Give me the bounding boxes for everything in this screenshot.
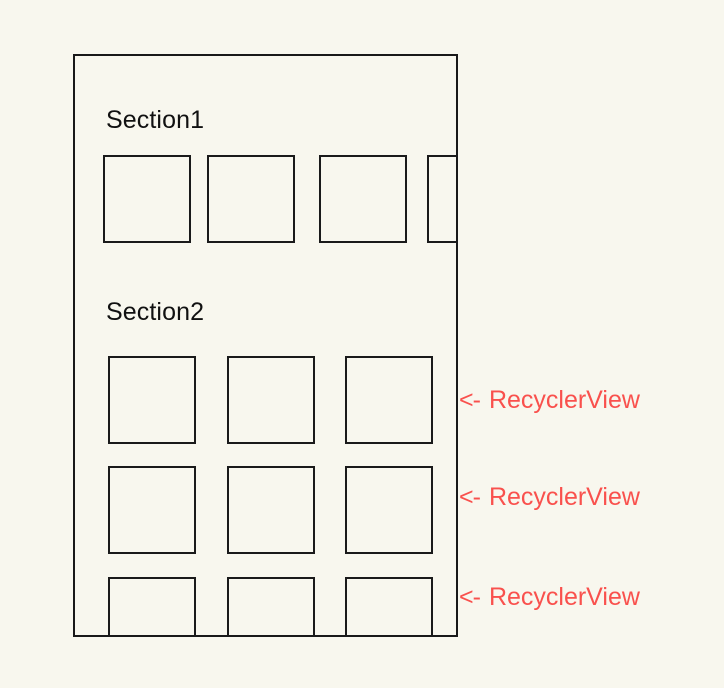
annotation-label-3: RecyclerView <box>488 583 640 611</box>
annotation-label-1: RecyclerView <box>488 386 640 414</box>
section1-item-0[interactable] <box>103 155 191 243</box>
section2-title: Section2 <box>106 298 205 326</box>
section2-item-1[interactable] <box>227 356 315 444</box>
left-arrow-icon: <- <box>459 583 481 611</box>
section2-item-6[interactable] <box>108 577 196 635</box>
section1-item-3[interactable] <box>427 155 456 243</box>
annotation-label-2: RecyclerView <box>488 483 640 511</box>
section1-title: Section1 <box>106 106 205 134</box>
section2-item-7[interactable] <box>227 577 315 635</box>
section1-item-1[interactable] <box>207 155 295 243</box>
screen-frame-container: Section1 Section2 <box>73 54 458 637</box>
section2-item-8[interactable] <box>345 577 433 635</box>
section1-item-2[interactable] <box>319 155 407 243</box>
annotation-recyclerview-2: <- RecyclerView <box>459 485 640 510</box>
section2-item-4[interactable] <box>227 466 315 554</box>
left-arrow-icon: <- <box>459 483 481 511</box>
section2-item-3[interactable] <box>108 466 196 554</box>
left-arrow-icon: <- <box>459 386 481 414</box>
section2-item-5[interactable] <box>345 466 433 554</box>
annotation-recyclerview-1: <- RecyclerView <box>459 388 640 413</box>
section2-item-0[interactable] <box>108 356 196 444</box>
annotation-recyclerview-3: <- RecyclerView <box>459 585 640 610</box>
section2-item-2[interactable] <box>345 356 433 444</box>
